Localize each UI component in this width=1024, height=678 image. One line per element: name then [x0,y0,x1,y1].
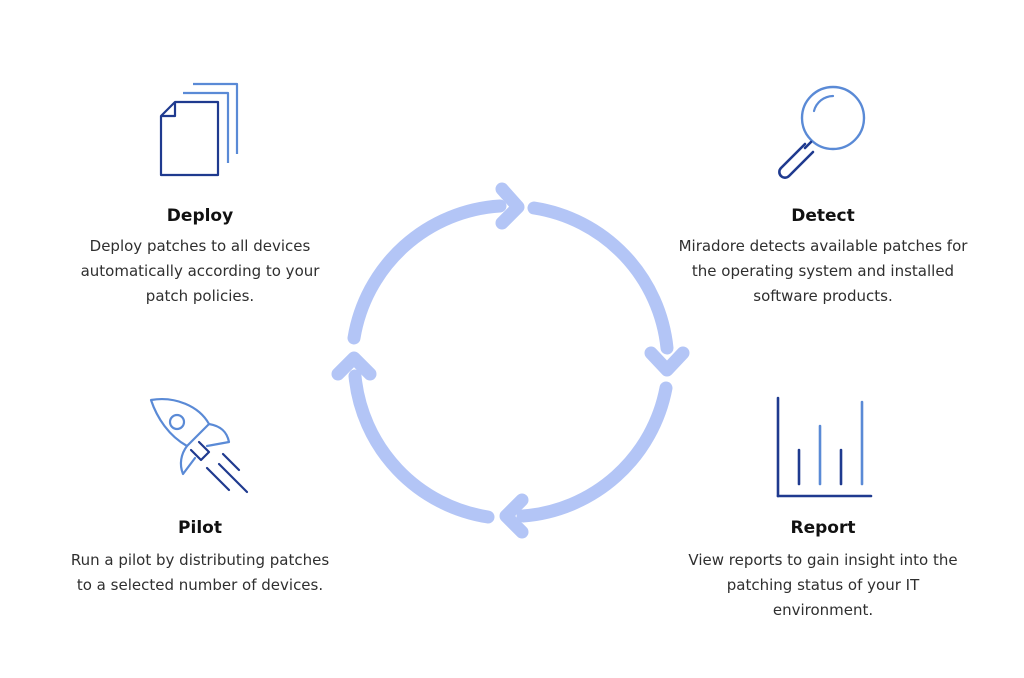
step-description: Run a pilot by distributing patches to a… [55,548,345,598]
cycle-arc-bottom-left [348,369,495,524]
cycle-arc-top-left [347,199,507,345]
step-title: Report [790,518,856,538]
description-line: automatically according to your [80,262,320,280]
step-description: Miradore detects available patches for t… [668,234,978,309]
description-line: environment. [772,601,874,619]
step-title: Detect [791,206,855,226]
description-line: Run a pilot by distributing patches [70,551,330,569]
description-line: patch policies. [145,287,255,305]
cycle-arc-top-right [527,201,674,355]
description-line: to a selected number of devices. [76,576,324,594]
step-title: Deploy [166,206,234,226]
cycle-arrowhead-right [644,346,690,377]
cycle-arrowhead-left [331,351,377,381]
description-line: View reports to gain insight into the [688,551,958,569]
step-description: Deploy patches to all devices automatica… [60,234,340,309]
cycle-arrowhead-bottom [499,493,529,539]
description-line: Miradore detects available patches for [678,237,968,255]
rocket-icon [145,392,255,506]
documents-icon [155,78,245,182]
description-line: Deploy patches to all devices [89,237,311,255]
step-report: Report View reports to gain insight into… [668,390,978,630]
step-title: Pilot [178,518,222,538]
step-detect: Detect Miradore detects available patche… [668,70,978,310]
cycle-arc-bottom-right [516,381,673,523]
step-pilot: Pilot Run a pilot by distributing patche… [55,390,345,610]
bar-chart-icon [773,394,873,508]
cycle-arrowhead-top [495,182,525,230]
description-line: software products. [753,287,893,305]
step-description: View reports to gain insight into the pa… [668,548,978,623]
magnifier-icon [771,80,881,188]
description-line: the operating system and installed [691,262,955,280]
description-line: patching status of your IT [726,576,920,594]
step-deploy: Deploy Deploy patches to all devices aut… [60,70,340,310]
